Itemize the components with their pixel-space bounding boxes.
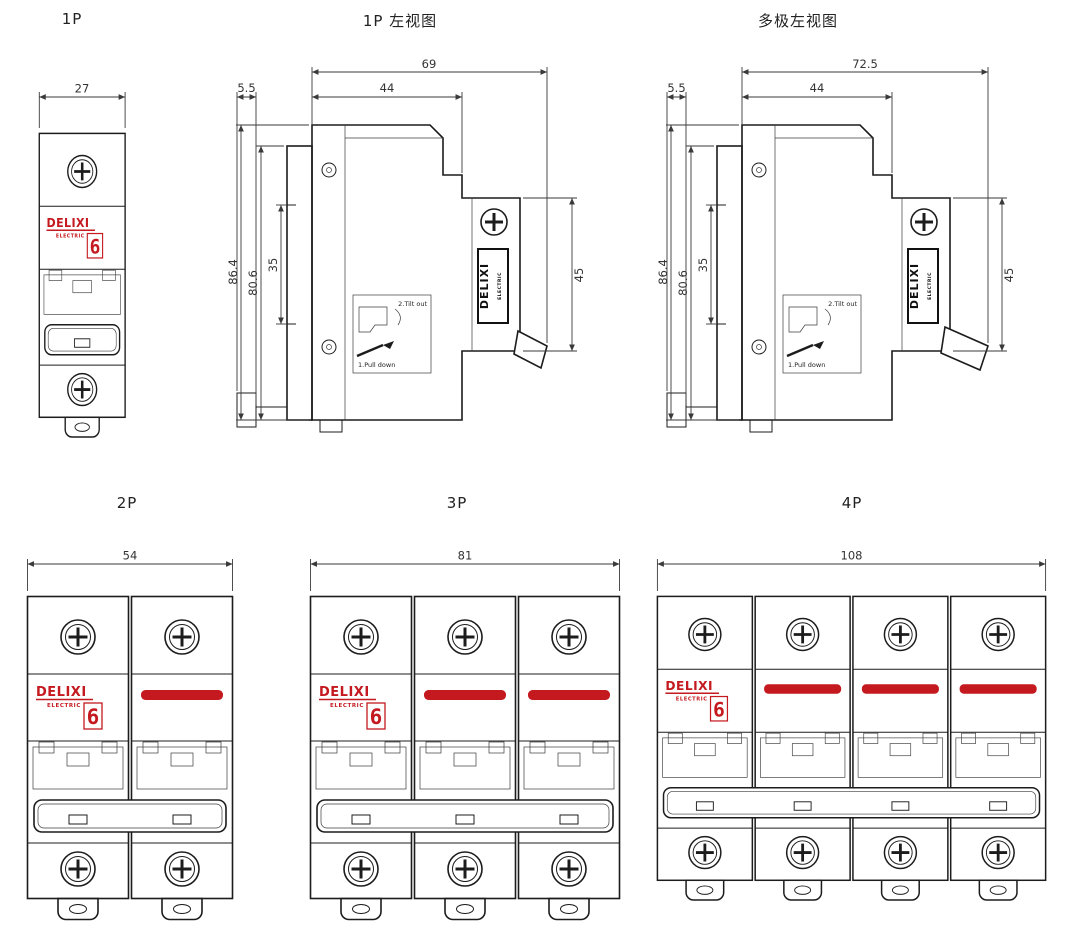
toggle-lever [513,329,548,370]
dim-width-4p: 108 [656,549,1047,591]
handle-window [172,814,192,825]
handle-window [351,814,371,825]
handle-window [74,338,91,348]
dim-clip-multi: 5.5 [666,81,687,405]
dim-rail-multi: 35 [696,204,717,325]
view-title-1p-side: 1P 左视图 [362,12,438,30]
dim-width-1p: 27 [38,82,126,128]
side-profile-multi [665,123,952,434]
dim-width-4p-value: 108 [841,549,863,563]
dim-depth-multi: 44 [742,81,893,173]
dim-width-2p: 54 [27,549,233,591]
dim-front-height-1p-value: 45 [572,268,586,283]
view-title-2p: 2P [116,494,138,512]
dim-overall-multi-value: 72.5 [852,57,878,71]
dim-height-body-multi-value: 80.6 [676,270,690,296]
view-2p-front: 54 [15,549,233,938]
view-multi-side: 72.5 5.5 44 86.4 80.6 35 [656,57,1016,434]
dim-height-total-1p-value: 86.4 [226,259,240,285]
dim-clip-1p-value: 5.5 [237,81,255,95]
pole-1 [39,133,125,437]
dim-width-3p-value: 81 [458,549,473,563]
pole-2 [415,597,516,920]
dim-width-3p: 81 [310,549,620,591]
pole-1 [28,597,129,920]
view-title-3p: 3P [446,494,468,512]
handle-window [989,801,1008,811]
pole-3 [519,597,620,920]
dim-height-total-multi-value: 86.4 [656,259,670,285]
view-title-1p-front: 1P [61,10,83,28]
pole-2 [755,596,850,900]
pole-2 [132,597,233,920]
handle-window [455,814,475,825]
side-profile-1p [235,123,522,434]
handle-window [891,801,910,811]
toggle-handle-bar [33,799,227,833]
dim-clip-1p: 5.5 [236,81,257,405]
dim-height-total-multi: 86.4 [656,124,739,421]
view-4p-front: 108 [650,549,1047,938]
breaker-2p-body [28,597,233,920]
toggle-lever-multi [940,325,989,372]
dim-rail-1p: 35 [266,204,287,325]
dim-width-2p-value: 54 [123,549,138,563]
view-title-4p: 4P [841,494,863,512]
handle-window [793,801,812,811]
dim-width-1p-value: 27 [75,82,90,96]
breaker-3p-body [311,597,620,920]
dim-height-body-1p-value: 80.6 [246,270,260,296]
toggle-handle-bar [44,323,121,356]
dim-height-body-1p: 80.6 [246,145,284,420]
dim-front-height-multi: 45 [953,197,1016,352]
dim-overall-multi: 72.5 [741,57,989,343]
dim-front-height-multi-value: 45 [1002,268,1016,283]
dim-depth-multi-value: 44 [810,81,825,95]
dim-depth-1p-value: 44 [380,81,395,95]
view-1p-side: 69 5.5 44 86.4 80.6 35 [226,57,586,434]
pole-3 [853,596,948,900]
toggle-handle-bar [316,799,614,833]
dim-overall-1p: 69 [311,57,548,343]
pole-1 [657,596,752,900]
pole-4 [951,596,1046,900]
dim-depth-1p: 44 [312,81,463,173]
breaker-1p-body [39,133,125,437]
dim-height-body-multi: 80.6 [676,145,714,420]
view-title-multi-side: 多极左视图 [757,12,838,30]
breaker-4p-body [657,596,1045,900]
handle-window [559,814,579,825]
view-1p-front: 27 [10,82,160,470]
dim-rail-multi-value: 35 [696,258,710,273]
dim-height-total-1p: 86.4 [226,124,309,421]
handle-window [695,801,714,811]
dim-overall-1p-value: 69 [422,57,437,71]
dim-clip-multi-value: 5.5 [667,81,685,95]
dim-front-height-1p: 45 [523,197,586,352]
toggle-handle-bar [662,786,1041,819]
pole-1 [311,597,412,920]
handle-window [68,814,88,825]
dim-rail-1p-value: 35 [266,258,280,273]
view-3p-front: 81 [300,549,620,938]
